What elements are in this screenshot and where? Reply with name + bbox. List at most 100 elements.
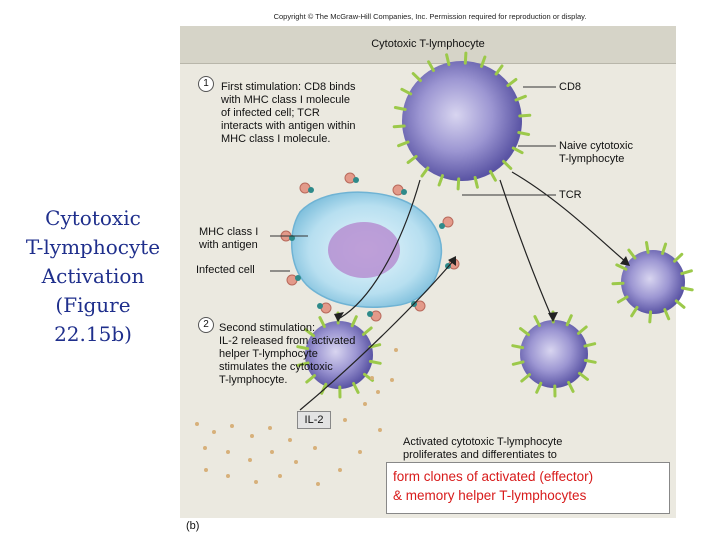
proliferation-arrows [299,171,627,411]
receptor-spike [567,381,575,393]
receptor-spike [393,106,407,111]
infected-cell [290,191,442,308]
receptor-spike [437,174,444,187]
step-2-text: Second stimulation: IL-2 released from a… [219,322,389,387]
tcr-label: TCR [559,189,582,201]
step-2-line: T-lymphocyte. [219,374,288,386]
slide-title-line: (Figure [55,293,131,317]
step-1-line: with MHC class I molecule [221,94,350,106]
step-2-line: stimulates the cytotoxic [219,361,333,373]
il2-dot [313,446,317,450]
receptor-spike [304,328,315,338]
receptor-spike [456,177,461,191]
mhc-label: MHC class I with antigen [199,226,258,252]
receptor-spike [661,242,668,255]
cd8-label: CD8 [559,81,582,93]
receptor-spike [305,374,316,384]
il2-dot [226,474,230,478]
receptor-spike [320,382,328,395]
il2-dot [230,424,234,428]
step-2-line: Second stimulation: [219,322,315,334]
slide-title-line: T-lymphocyte [25,235,161,259]
receptor-spike [520,373,531,383]
receptor-spike [511,360,525,366]
receptor-spike [680,269,693,276]
il2-dot [195,422,199,426]
slide-title-line: Activation [41,264,145,288]
naive-t-lymphocyte [402,61,522,181]
receptor-spike [535,381,543,394]
naive-label-line: T-lymphocyte [559,153,625,165]
receptor-spike [663,308,671,321]
receptor-spike [445,53,451,66]
il2-dot [278,474,282,478]
il2-dot [376,390,380,394]
step-2-line: IL-2 released from activated [219,335,356,347]
receptor-spike [420,166,430,178]
step-1-line: interacts with antigen within [221,120,356,132]
il2-dot [370,376,374,380]
il2-dot [378,428,382,432]
receptor-spike [296,361,310,367]
il2-dot [294,460,298,464]
receptor-spike [680,286,694,292]
step-1-line: of infected cell; TCR [221,107,320,119]
receptor-spike [400,87,413,96]
slide-title-line: Cytotoxic [45,206,141,230]
il2-dot [316,482,320,486]
receptor-spike [630,305,639,318]
il2-dot [358,450,362,454]
il2-dot [394,348,398,352]
activated-t-lymphocyte [621,250,685,314]
receptor-spike [518,113,532,118]
activated-t-lymphocyte [305,321,373,389]
receptor-spike [427,60,435,72]
il2-molecules [195,348,398,486]
receptor-spike [368,359,382,365]
receptor-spike [577,325,588,335]
receptor-spike [494,64,504,76]
receptor-spike [578,371,589,381]
infected-cell-label: Infected cell [196,264,255,276]
receptor-spike [362,326,373,336]
infected-cell-nucleus [328,222,400,278]
clone-callout-line: & memory helper T-lymphocytes [393,488,587,503]
receptor-spike [565,314,573,327]
step-2-line: helper T-lymphocyte [219,348,318,360]
step-1-line: First stimulation: CD8 binds [221,81,356,93]
activated-t-lymphocyte-label: Activated cytotoxic T-lymphocyte prolife… [403,436,562,462]
il2-dot [390,378,394,382]
naive-t-lymphocyte-label: Naive cytotoxic T-lymphocyte [559,140,633,166]
panel-title: Cytotoxic T-lymphocyte [371,38,485,50]
il2-dot [248,458,252,462]
receptor-spike [519,327,530,337]
naive-label-line: Naive cytotoxic [559,140,633,152]
receptor-spike [352,382,360,394]
step-1-line: MHC class I molecule. [221,133,331,145]
figure-label: (b) [186,520,200,532]
receptor-spike [673,252,684,263]
il2-dot [226,450,230,454]
receptor-spikes [296,51,694,399]
clone-callout: form clones of activated (effector) & me… [386,462,670,514]
mhc-label-line: MHC class I [199,226,259,238]
arrowheads [334,256,630,322]
receptor-spike [645,241,650,254]
il2-dot [343,418,347,422]
receptor-spike [611,281,625,286]
receptor-spike [406,154,418,164]
receptor-spike [489,170,497,182]
receptor-spike [350,315,358,328]
receptor-spike [517,131,531,136]
receptor-spike [411,72,422,83]
receptor-spike [514,94,527,102]
receptor-spike [397,140,410,148]
il2-dot [212,430,216,434]
leader-lines [270,86,556,272]
receptor-spike [502,159,513,170]
receptor-spike [506,78,518,88]
il2-dot [268,426,272,430]
receptor-spike [511,146,524,155]
receptor-spike [674,299,686,309]
receptor-spike [480,55,487,68]
